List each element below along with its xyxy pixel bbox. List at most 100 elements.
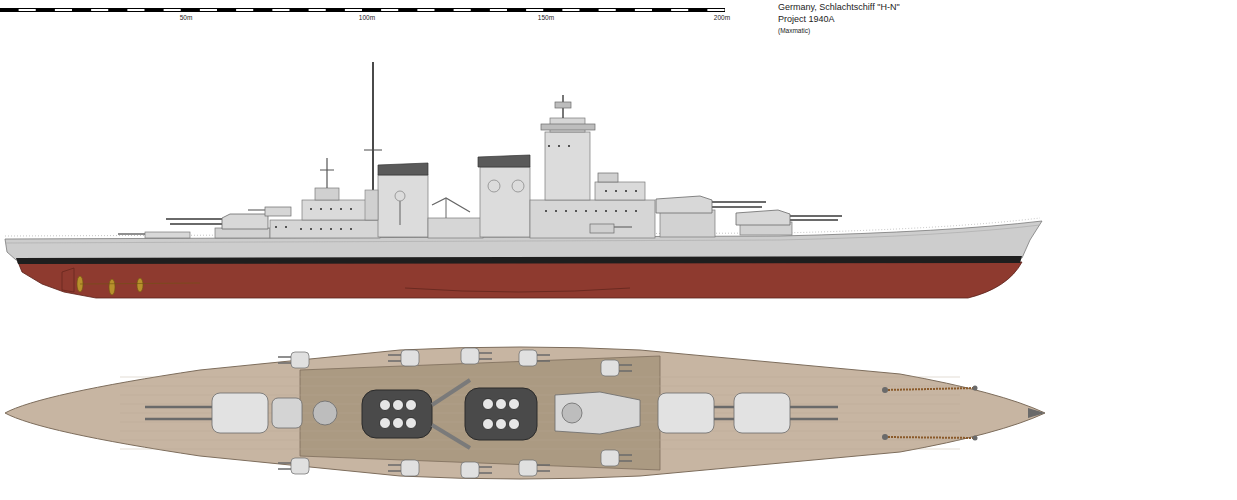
- porthole: [625, 210, 627, 212]
- porthole: [615, 210, 617, 212]
- boot-topping: [16, 256, 1022, 264]
- scale-segment: [490, 9, 507, 11]
- main-mast: [372, 62, 374, 205]
- aft-director: [313, 401, 337, 425]
- porthole: [585, 210, 587, 212]
- uptake: [393, 418, 404, 429]
- author-label: (Maxmatic): [778, 27, 810, 34]
- secondary-mount: [278, 352, 309, 368]
- gun-barrel: [248, 209, 265, 210]
- turret-top: [272, 398, 302, 428]
- porthole: [300, 228, 302, 230]
- plank-line: [120, 449, 960, 450]
- porthole: [635, 210, 637, 212]
- main-turret: [656, 196, 712, 213]
- main-turret: [658, 393, 714, 433]
- scale-segment: [345, 9, 362, 11]
- aft-funnel-top: [362, 390, 432, 438]
- secondary-mount: [601, 360, 632, 376]
- uptake: [406, 418, 417, 429]
- porthole: [340, 208, 342, 210]
- fore-funnel-top: [465, 388, 537, 440]
- deck-planking: [120, 377, 960, 449]
- gun-barrel: [790, 219, 838, 221]
- gun-barrel: [614, 226, 632, 227]
- gun-barrel: [145, 418, 215, 421]
- scale-segment: [55, 9, 72, 11]
- aft-director: [315, 188, 339, 200]
- anchor-gear: [882, 386, 978, 441]
- deck-plan: [5, 347, 1045, 479]
- aft-pole: [326, 158, 327, 188]
- secondary-mount: [519, 350, 550, 366]
- uptake: [393, 400, 404, 411]
- barbette: [215, 228, 270, 238]
- aft-yard: [320, 170, 334, 171]
- scale-segment: [309, 9, 326, 11]
- fore-director: [555, 102, 571, 108]
- funnel-cap: [478, 155, 530, 167]
- secondary-turret: [598, 173, 618, 182]
- porthole: [350, 208, 352, 210]
- porthole: [635, 190, 637, 192]
- drawing-title: Germany, Schlachtschiff "H-N": [778, 3, 900, 13]
- porthole: [545, 210, 547, 212]
- scale-segment: [671, 9, 688, 11]
- uptake: [509, 419, 520, 430]
- porthole: [555, 210, 557, 212]
- main-turret: [222, 214, 268, 229]
- plank-line: [120, 440, 960, 441]
- scale-bar: [0, 8, 725, 12]
- scale-segment: [381, 9, 398, 11]
- gun-barrel: [788, 418, 838, 421]
- searchlight-post: [399, 201, 401, 225]
- scale-segment: [164, 9, 181, 11]
- porthole: [320, 228, 322, 230]
- porthole: [275, 226, 277, 228]
- porthole: [285, 226, 287, 228]
- catapult: [432, 425, 470, 448]
- bow-tip: [1028, 408, 1045, 418]
- uptake: [496, 419, 507, 430]
- scale-segment: [599, 9, 616, 11]
- scale-segment: [707, 9, 724, 11]
- side-view: [5, 62, 1042, 298]
- funnel-platform: [365, 190, 378, 220]
- bilge-keel: [405, 288, 630, 292]
- scale-segment: [19, 9, 36, 11]
- secondary-mount: [278, 458, 309, 474]
- porthole: [310, 228, 312, 230]
- aft-mount: [145, 232, 190, 238]
- uptake: [483, 419, 494, 430]
- gun-barrel: [712, 201, 766, 203]
- portholes: [275, 145, 637, 230]
- scale-segment: [562, 9, 579, 11]
- scale-segment: [635, 9, 652, 11]
- gun-barrel: [712, 206, 762, 208]
- scale-segment: [417, 9, 434, 11]
- secondary-mount: [601, 450, 632, 466]
- crane-post: [446, 198, 447, 218]
- scale-segment: [236, 9, 253, 11]
- gun-barrel: [166, 218, 222, 220]
- secondary-mount: [461, 348, 492, 364]
- propellers: [62, 268, 200, 295]
- main-turret: [734, 393, 790, 433]
- porthole: [548, 145, 550, 147]
- porthole: [568, 145, 570, 147]
- funnel-uptakes: [380, 399, 520, 430]
- secondary-mount: [519, 460, 550, 476]
- uptake: [483, 399, 494, 410]
- scale-segment: [127, 9, 144, 11]
- crane: [432, 198, 470, 212]
- gun-barrel: [788, 406, 838, 409]
- plank-line: [120, 377, 960, 378]
- searchlight: [512, 180, 524, 192]
- bridge-plan: [555, 392, 640, 434]
- main-turret: [212, 393, 268, 433]
- project-label: Project 1940A: [778, 15, 835, 25]
- barbette: [660, 210, 715, 237]
- gun-barrel: [118, 233, 145, 235]
- searchlight: [488, 180, 500, 192]
